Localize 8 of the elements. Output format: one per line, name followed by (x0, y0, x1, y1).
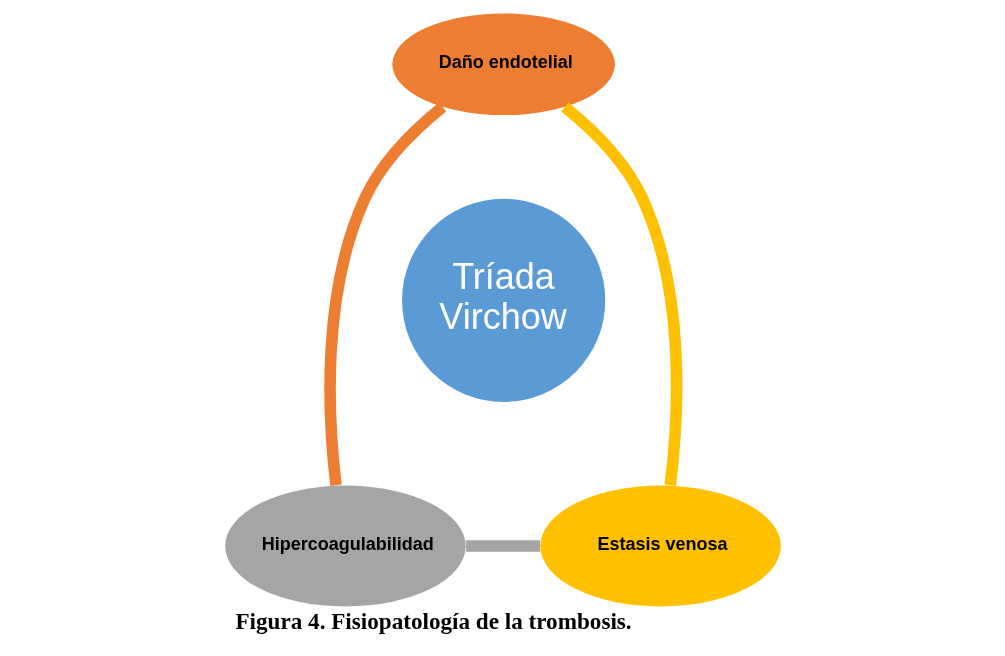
node-ellipse: Hipercoagulabilidad (224, 485, 466, 607)
connector (465, 540, 540, 552)
node-ellipse: Estasis venosa (539, 485, 781, 607)
caption: Figura 4. Fisiopatología de la trombosis. (234, 607, 632, 634)
connector (323, 102, 446, 486)
node-ellipse: Daño endotelial (391, 13, 615, 116)
node-circle: Tríada Virchow (401, 198, 605, 402)
connector (560, 102, 682, 486)
